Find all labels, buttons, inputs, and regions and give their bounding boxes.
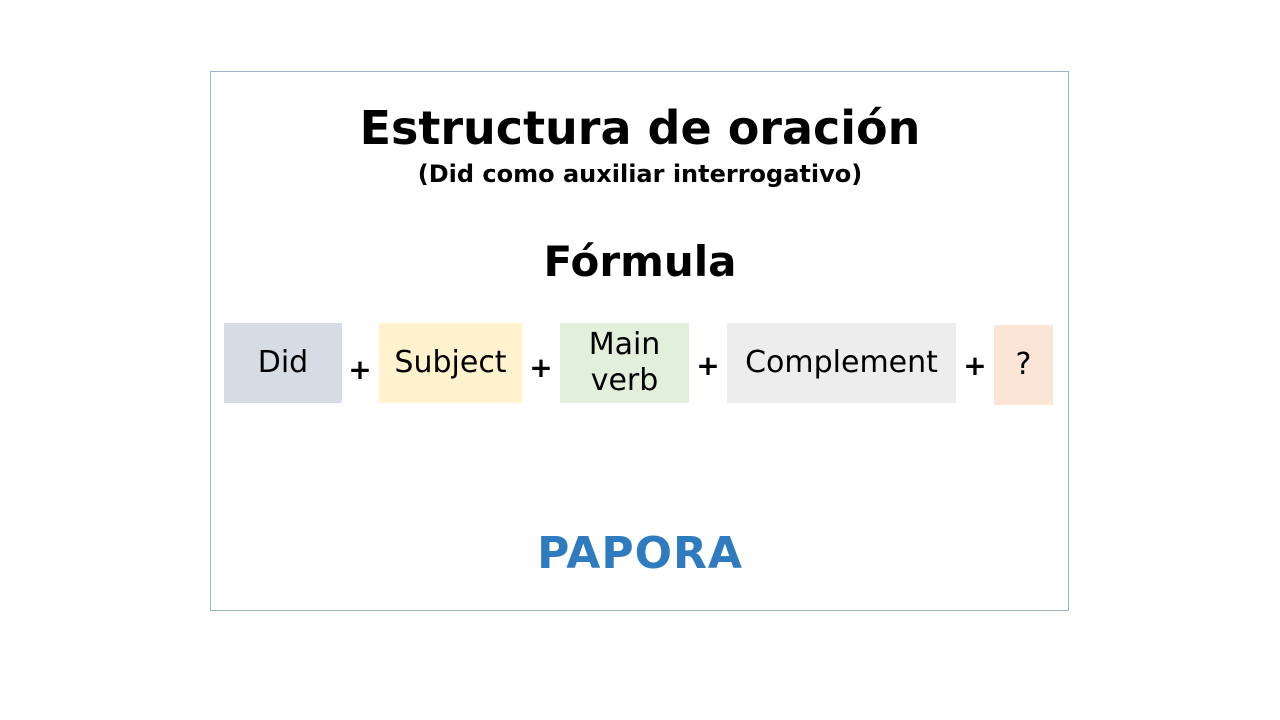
- formula-box-complement: Complement: [727, 323, 956, 403]
- formula-box-did: Did: [224, 323, 342, 403]
- papora-logo: PAPORA: [537, 528, 743, 579]
- plus-sign: +: [696, 349, 720, 382]
- formula-box-subject: Subject: [379, 323, 522, 403]
- formula-box-main-verb: Main verb: [560, 323, 689, 403]
- plus-sign: +: [963, 349, 987, 382]
- plus-sign: +: [529, 351, 553, 384]
- formula-heading: Fórmula: [543, 237, 737, 286]
- slide-subtitle: (Did como auxiliar interrogativo): [417, 160, 863, 188]
- plus-sign: +: [348, 353, 372, 386]
- slide-title: Estructura de oración: [359, 101, 921, 155]
- formula-box-question-mark: ?: [994, 325, 1053, 405]
